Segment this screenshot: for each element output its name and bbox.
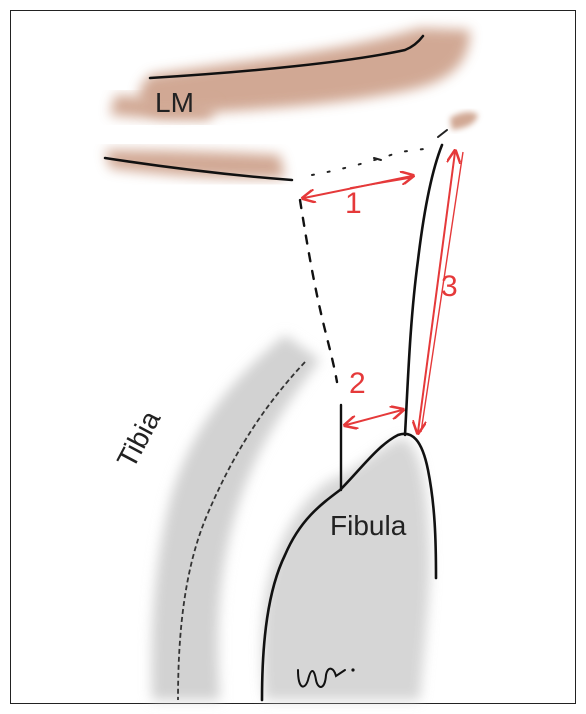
syndesmosis-top-tick	[438, 130, 447, 137]
label-lm: LM	[155, 87, 194, 118]
label-fibula: Fibula	[330, 510, 407, 541]
squiggle-dot	[351, 668, 354, 671]
label-tibia: Tibia	[111, 405, 167, 473]
syndesmosis-top-dots	[312, 148, 432, 175]
label-measure-1: 1	[345, 187, 362, 220]
label-measure-3: 3	[441, 270, 458, 303]
measurement-arrow-2	[346, 410, 402, 425]
label-measure-2: 2	[349, 367, 366, 400]
